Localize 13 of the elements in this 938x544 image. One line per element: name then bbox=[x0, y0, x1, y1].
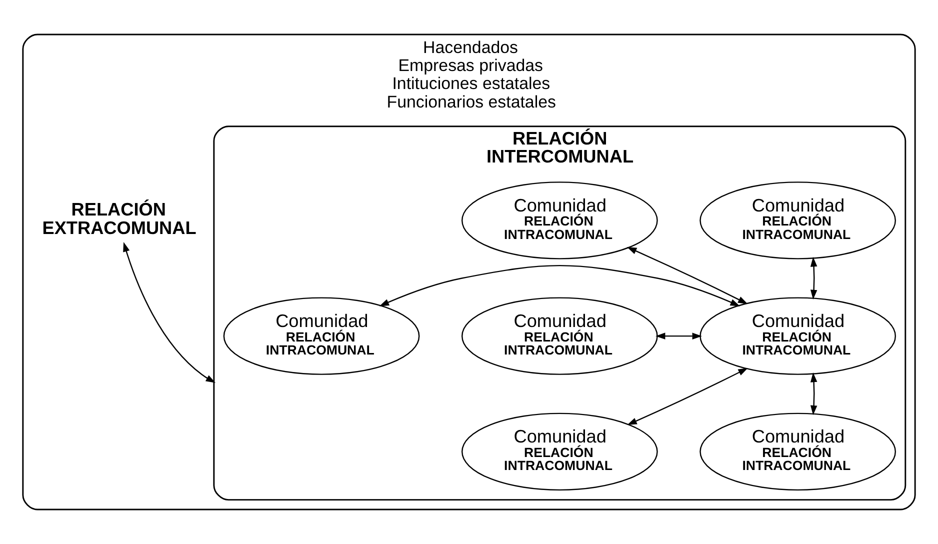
arrow bbox=[656, 332, 702, 340]
node-ellipse: Comunidad RELACIÓN INTRACOMUNAL bbox=[461, 412, 658, 491]
arrow bbox=[810, 372, 818, 416]
arrow bbox=[810, 256, 818, 300]
node-ellipse: Comunidad RELACIÓN INTRACOMUNAL bbox=[700, 412, 896, 491]
node-ellipse: Comunidad RELACIÓN INTRACOMUNAL bbox=[461, 297, 658, 375]
node-text: RELACIÓN EXTRACOMUNAL bbox=[42, 200, 196, 238]
arrow bbox=[379, 265, 740, 306]
arrow bbox=[627, 368, 748, 425]
node-ellipse: Comunidad RELACIÓN INTRACOMUNAL bbox=[461, 182, 658, 260]
arrow bbox=[626, 247, 748, 304]
node-ellipse: Comunidad RELACIÓN INTRACOMUNAL bbox=[700, 182, 896, 260]
arrow bbox=[123, 242, 216, 383]
